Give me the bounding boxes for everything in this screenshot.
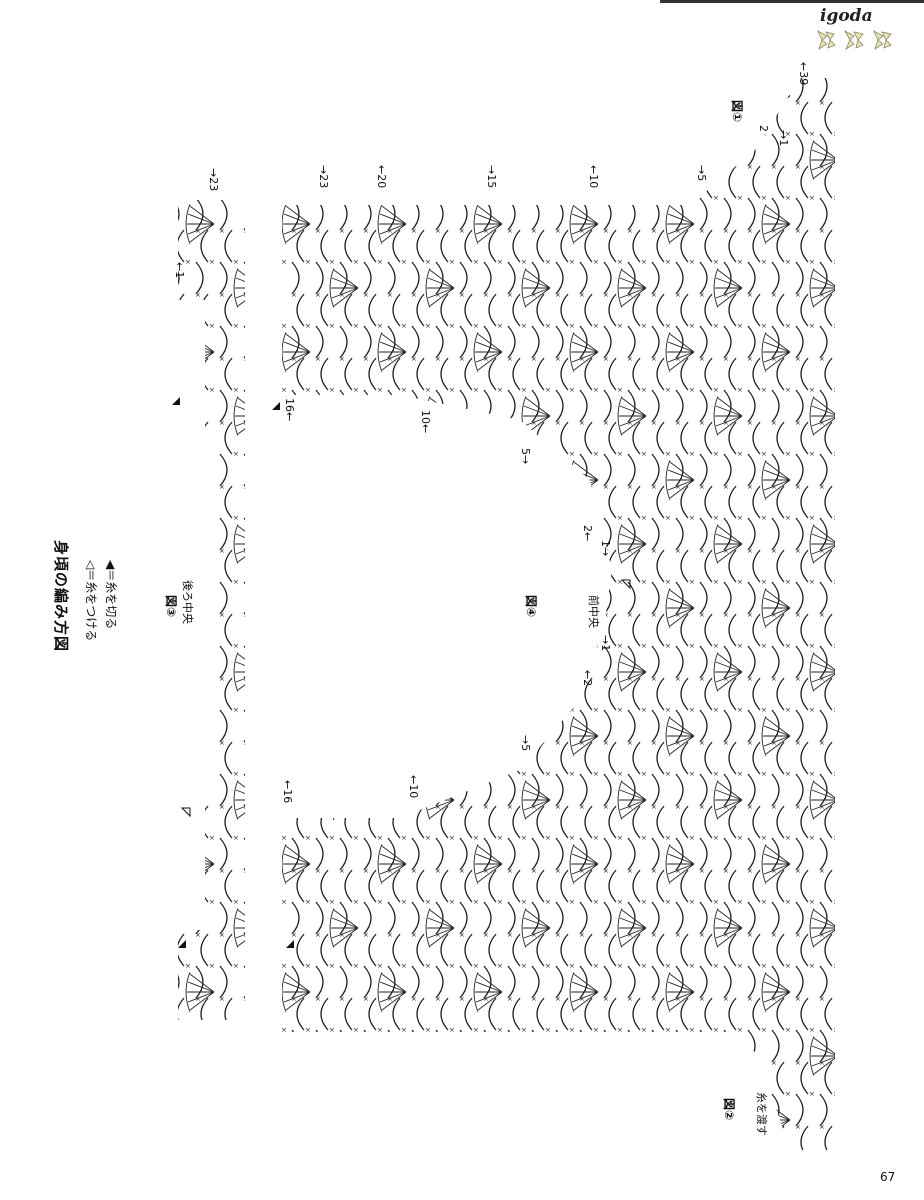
legend-cut-yarn: ◀＝糸を切る — [103, 560, 120, 629]
row-number: →5 — [519, 735, 532, 752]
row-number: →5 — [695, 165, 708, 182]
row-number: →1 — [599, 635, 612, 652]
row-number: 2 — [757, 125, 770, 132]
legend-attach-yarn: ◁＝糸をつける — [83, 560, 100, 641]
row-number: ←39 — [797, 62, 810, 86]
legend-text: ＝糸を切る — [104, 569, 118, 630]
row-number: →23 — [317, 165, 330, 189]
front-center-label: 前中央 — [587, 595, 600, 628]
figure-2-label: 図② — [722, 1098, 736, 1121]
brand-logo: igoda — [820, 6, 873, 26]
row-number: 16← — [283, 398, 296, 422]
row-number: ←10 — [407, 775, 420, 799]
row-number: 10← — [419, 410, 432, 434]
attach-yarn-icon: ◁ — [84, 560, 98, 570]
figure-1-label: 図① — [730, 100, 744, 123]
row-number: 5→ — [519, 448, 532, 465]
row-number: 2← — [581, 525, 594, 542]
row-number: ←10 — [587, 165, 600, 189]
figure-4-chart — [282, 78, 835, 1150]
chart-title: 身頃の編み方図 — [52, 540, 70, 653]
header-rule — [660, 0, 924, 3]
cut-yarn-icon: ◀ — [104, 560, 118, 570]
row-number: →15 — [485, 165, 498, 189]
row-number: ←2 — [581, 670, 594, 687]
row-number: →1 — [777, 130, 790, 147]
butterfly-decoration-icon — [817, 29, 892, 51]
carry-yarn-label: 糸を渡す — [755, 1092, 768, 1136]
row-number: ←16 — [281, 780, 294, 804]
back-center-label: 後ろ中央 — [181, 580, 194, 624]
yarn-cut-marker-icon — [172, 397, 294, 948]
figure-4-label: 図④ — [524, 595, 538, 618]
page-number: 67 — [880, 1170, 896, 1184]
yarn-attach-marker-icon — [180, 579, 631, 818]
row-number: →23 — [207, 168, 220, 192]
legend-text: ＝糸をつける — [84, 569, 98, 642]
row-number: 1→ — [599, 540, 612, 557]
figure-3-label: 図③ — [164, 595, 178, 618]
row-number: ←20 — [375, 165, 388, 189]
row-number: ←1 — [173, 262, 186, 279]
